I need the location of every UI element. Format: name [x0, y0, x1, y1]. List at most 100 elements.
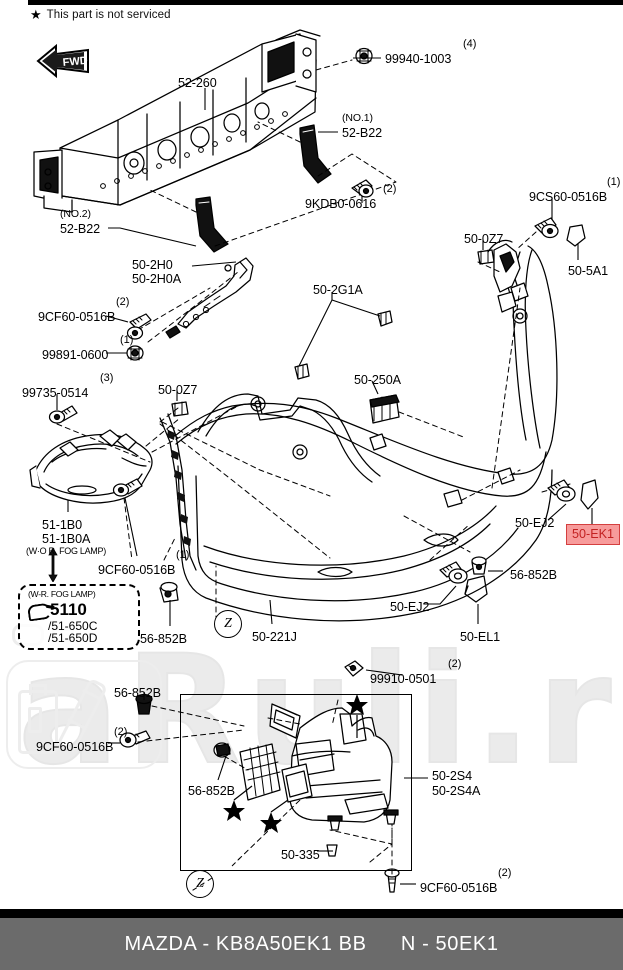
- l-52-b22-no2[interactable]: 52-B22: [60, 222, 101, 236]
- l-51-1b0a[interactable]: 51-1B0A: [42, 532, 91, 546]
- fog-lamp-callout-title: (W-R. FOG LAMP): [28, 589, 96, 599]
- l-56-852b-d[interactable]: 56-852B: [188, 784, 235, 798]
- l-51-1b0[interactable]: 51-1B0: [42, 518, 83, 532]
- l-9cf60-0516b-c[interactable]: 9CF60-0516B: [36, 740, 114, 754]
- detail-view-z-box: [180, 694, 412, 871]
- fog-lamp-callout-number: 5110: [50, 600, 87, 619]
- l-50-el1[interactable]: 50-EL1: [460, 630, 501, 644]
- part-50-250a: [369, 394, 400, 424]
- l-99940-1003[interactable]: 99940-1003: [385, 52, 452, 66]
- hw-99910-0501: [344, 660, 364, 677]
- part-50-2g1a-clips: [294, 310, 393, 380]
- part-50-el1: [464, 575, 488, 603]
- top-rule: [28, 0, 623, 5]
- leader-50-2h0: [137, 271, 239, 343]
- footer-text: MAZDA - KB8A50EK1 BB N - 50EK1: [124, 933, 498, 956]
- fog-lamp-callout-sub2: /51-650D: [48, 631, 98, 645]
- hw-shield-clips: [327, 809, 399, 831]
- fwd-direction-arrow: FWD: [36, 43, 89, 79]
- hw-99891-0600: [126, 345, 144, 361]
- l-9cf60-0516b-b[interactable]: 9CF60-0516B: [98, 563, 176, 577]
- hw-9cf60-0516b-mid: [112, 478, 143, 497]
- l-50-2s4[interactable]: 50-2S4: [432, 769, 473, 783]
- part-bracket-52-b22-no1: [299, 124, 332, 184]
- l-9cf60-0516b-d[interactable]: 9CF60-0516B: [420, 881, 498, 895]
- l-9cs60-0516b-qty: (1): [607, 176, 621, 188]
- footer-maker: MAZDA - KB8A50EK1 BB: [124, 932, 367, 955]
- footer-section: N - 50EK1: [400, 932, 499, 955]
- footer-black-rule: [0, 909, 623, 918]
- l-50-ej2-b[interactable]: 50-EJ2: [390, 600, 430, 614]
- detail-ref-z-upper: Z: [214, 610, 242, 638]
- l-9cf60-0516b-b-qty: (1): [176, 549, 190, 561]
- part-50-ek1: [580, 479, 599, 510]
- l-99910-0501[interactable]: 99910-0501: [370, 672, 437, 686]
- l-50-221j[interactable]: 50-221J: [252, 630, 297, 644]
- fog-lamp-callout: (W-R. FOG LAMP) 5110 /51-650C /51-650D: [18, 584, 140, 650]
- hw-56-852b-b: [159, 581, 179, 603]
- l-99940-1003-qty: (4): [463, 38, 477, 50]
- fwd-label: FWD: [62, 55, 88, 69]
- detail-ref-z-lower-label: Z: [196, 876, 204, 891]
- footer-bar: MAZDA - KB8A50EK1 BB N - 50EK1: [0, 918, 623, 970]
- l-50-2s4a[interactable]: 50-2S4A: [432, 784, 481, 798]
- hw-99735-0514: [48, 405, 78, 424]
- l-9cf60-0516b-a-qty: (2): [116, 296, 130, 308]
- l-50-335[interactable]: 50-335: [281, 848, 320, 862]
- callout-link-arrow: [48, 548, 58, 582]
- l-52-260[interactable]: 52-260: [178, 76, 217, 90]
- l-50-2g1a[interactable]: 50-2G1A: [313, 283, 363, 297]
- l-9kdb0-0616-qty: (2): [383, 183, 397, 195]
- not-serviced-note: ★ This part is not serviced: [30, 8, 171, 21]
- l-50-250a[interactable]: 50-250A: [354, 373, 401, 387]
- l-99735-0514-qty: (3): [100, 372, 114, 384]
- hw-50-ej2-a: [547, 479, 576, 502]
- l-52-b22-no1-prefix: (NO.1): [342, 112, 373, 124]
- hw-50-0z7-mid: [171, 401, 189, 417]
- l-9cf60-0516b-d-qty: (2): [498, 867, 512, 879]
- part-bracket-52-b22-no2: [195, 196, 229, 253]
- l-9cf60-0516b-a[interactable]: 9CF60-0516B: [38, 310, 116, 324]
- hw-56-852b-mesh: [213, 742, 231, 758]
- part-reinforcement-beam: [33, 29, 321, 213]
- l-50-0z7-top[interactable]: 50-0Z7: [464, 232, 504, 246]
- hw-9cf60-0516b-lower: [119, 730, 151, 748]
- l-50-5a1[interactable]: 50-5A1: [568, 264, 609, 278]
- l-9cs60-0516b[interactable]: 9CS60-0516B: [529, 190, 608, 204]
- l-50-2h0a[interactable]: 50-2H0A: [132, 272, 182, 286]
- star-icon: ★: [30, 7, 42, 22]
- l-56-852b-a[interactable]: 56-852B: [140, 632, 187, 646]
- l-99891-0600[interactable]: 99891-0600: [42, 348, 109, 362]
- hw-50-ej2-b: [439, 561, 468, 584]
- l-50-2h0[interactable]: 50-2H0: [132, 258, 173, 272]
- detail-ref-z-lower: Z: [186, 870, 214, 898]
- detail-ref-z-upper-label: Z: [224, 616, 232, 631]
- l-56-852b-c[interactable]: 56-852B: [114, 686, 161, 700]
- part-bumper-corner-detail: [487, 239, 521, 313]
- l-50-0z7-mid[interactable]: 50-0Z7: [158, 383, 198, 397]
- hw-9cs60-0516b: [534, 217, 559, 239]
- l-52-b22-no2-prefix: (NO.2): [60, 208, 91, 220]
- l-99891-0600-qty: (1): [120, 334, 134, 346]
- l-99910-0501-qty: (2): [448, 658, 462, 670]
- l-9cf60-0516b-c-qty: (2): [114, 726, 128, 738]
- part-50-5a1: [566, 224, 586, 247]
- l-52-b22-no1[interactable]: 52-B22: [342, 126, 383, 140]
- part-50-2s4-splash-shield: [213, 703, 399, 831]
- highlighted-part-number[interactable]: 50-EK1: [566, 524, 621, 545]
- fog-lamp-callout-sub1: /51-650C: [48, 619, 98, 633]
- l-56-852b-b[interactable]: 56-852B: [510, 568, 557, 582]
- hw-9kdb0-0616: [351, 179, 374, 198]
- l-9kdb0-0616[interactable]: 9KDB0-0616: [305, 197, 377, 211]
- hw-9cf60-0516b-top: [126, 313, 152, 340]
- footer-notch: [0, 904, 30, 909]
- l-wofoglamp[interactable]: (W·O R. FOG LAMP): [26, 546, 106, 556]
- star-markers: [223, 694, 368, 833]
- hw-56-852b-a: [471, 556, 487, 575]
- l-99735-0514[interactable]: 99735-0514: [22, 386, 89, 400]
- l-50-ej2-a[interactable]: 50-EJ2: [515, 516, 555, 530]
